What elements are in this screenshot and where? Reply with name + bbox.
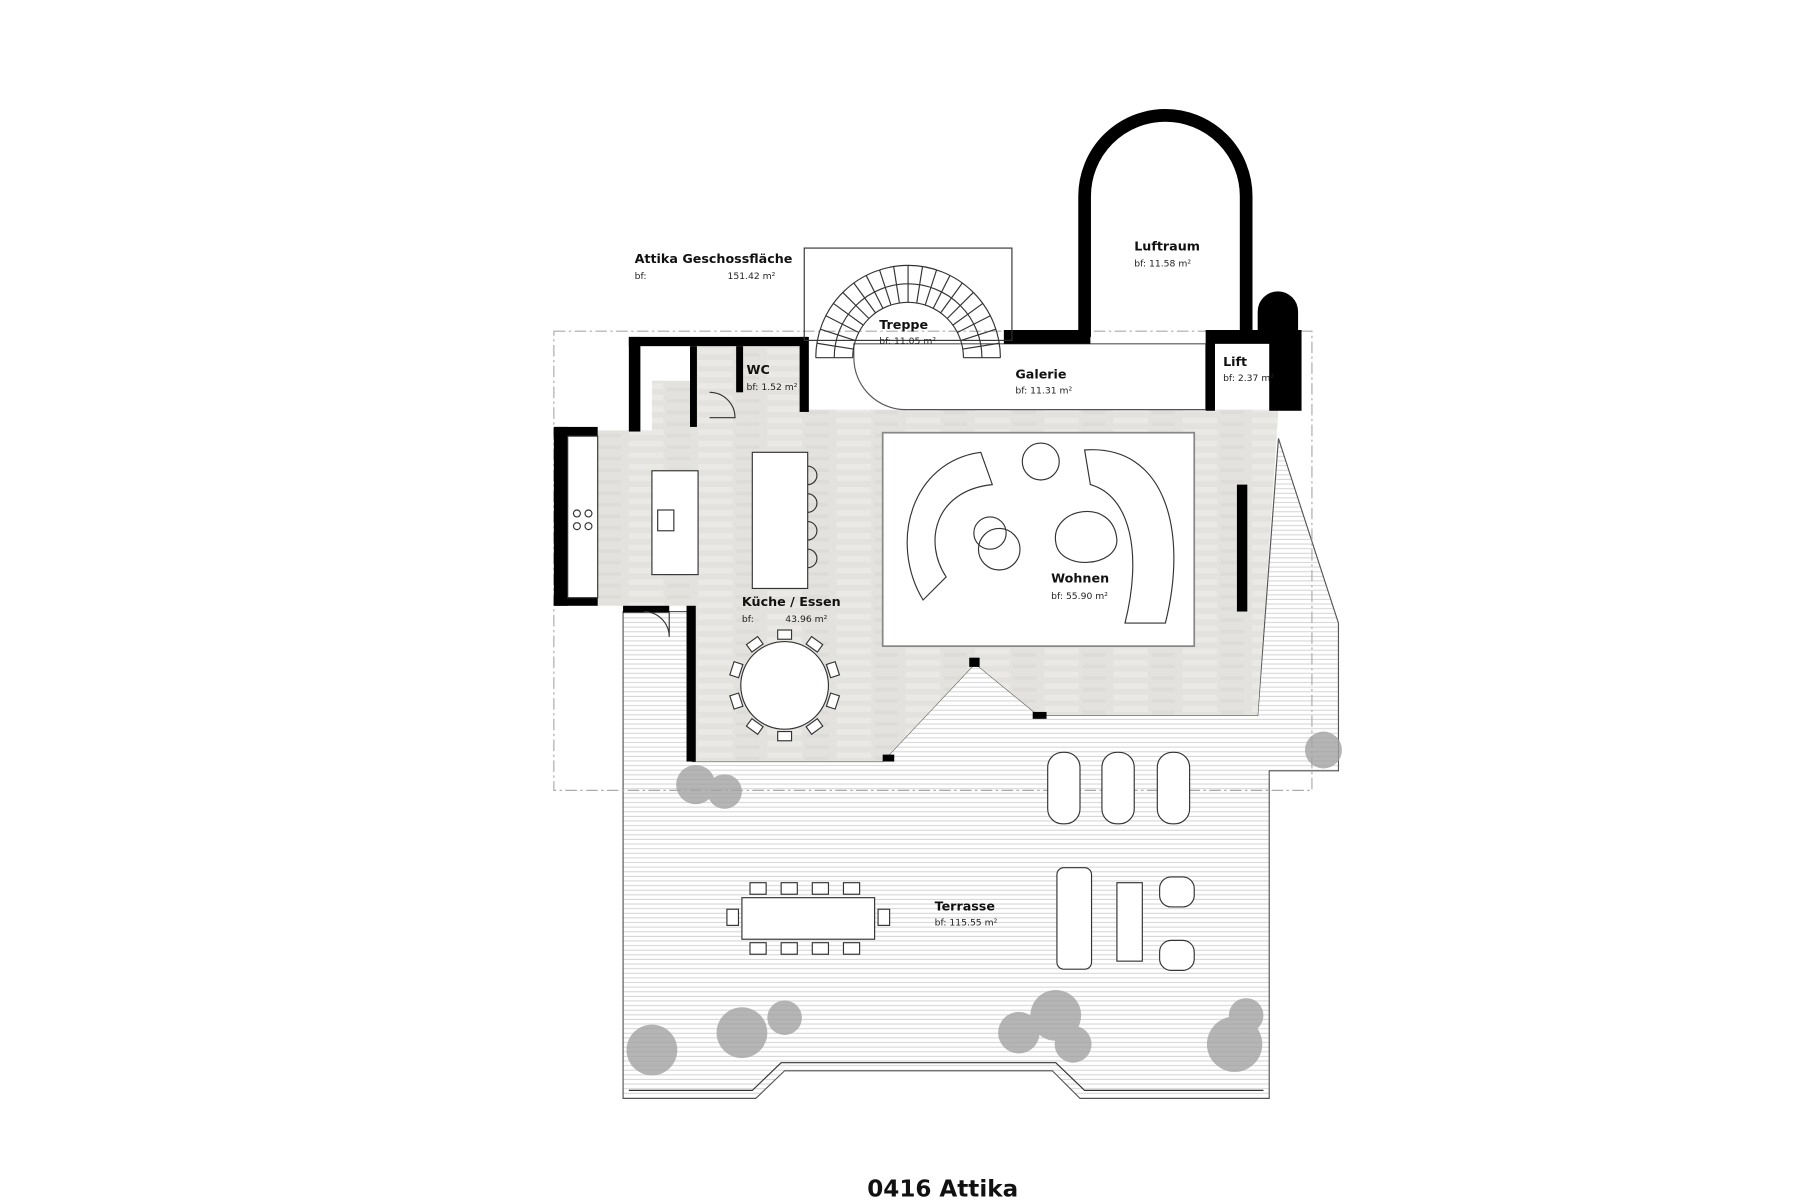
stair-arc [852, 301, 965, 358]
bar-stools [807, 465, 818, 569]
room-area-kueche: 43.96 m² [785, 614, 827, 625]
outdoor-dining-table [741, 897, 876, 940]
dining-chair [777, 730, 793, 742]
room-name-wohnen: Wohnen [1051, 571, 1109, 586]
dining-chair [745, 717, 764, 736]
stair-tread [816, 342, 854, 350]
dining-chair [745, 635, 764, 653]
luftraum-arch-wall [1078, 109, 1253, 337]
room-name-terrasse: Terrasse [935, 898, 995, 913]
stair-tread [960, 328, 997, 342]
dining-chairs [729, 629, 841, 742]
stair-tread [916, 266, 924, 304]
room-name-kueche: Küche / Essen [742, 594, 841, 609]
dining-chair [825, 692, 841, 710]
stair-tread [825, 315, 859, 334]
dining-chair [805, 717, 824, 736]
stair-tread [946, 292, 974, 319]
stair-tread [940, 282, 963, 314]
trees [626, 731, 1342, 1076]
summary-prefix: bf: [635, 271, 647, 282]
outdoor-armchairs [1159, 876, 1195, 971]
room-name-lift: Lift [1223, 354, 1247, 369]
room-area-wc: bf: 1.52 m² [747, 382, 798, 393]
cooktop [572, 509, 593, 531]
island-sink [657, 509, 675, 532]
dining-chair [777, 629, 793, 640]
bar-counter [751, 451, 809, 590]
dining-table-round [740, 640, 830, 730]
galerie-floor [853, 343, 1207, 411]
stair-tread [893, 266, 900, 304]
stair-tread [879, 269, 892, 306]
stair-tread [962, 342, 1000, 350]
walls [553, 291, 1302, 762]
stair-tread [932, 275, 951, 309]
outdoor-sofa [1056, 867, 1093, 970]
room-name-wc: WC [747, 362, 770, 377]
room-area-galerie: bf: 11.31 m² [1015, 385, 1072, 396]
wc-door [709, 391, 736, 419]
stair-tread [833, 302, 864, 326]
side-table [1021, 442, 1060, 481]
summary-label: Attika Geschossfläche [635, 251, 793, 266]
outdoor-chairs [726, 882, 891, 955]
room-area-treppe: bf: 11.05 m² [879, 336, 936, 347]
sofa-left [906, 451, 994, 601]
sofa-right [1083, 449, 1175, 624]
terrace-edge [628, 1062, 1264, 1091]
dining-chair [729, 660, 744, 679]
room-name-treppe: Treppe [879, 317, 928, 332]
room-prefix-kueche: bf: [742, 614, 754, 625]
room-area-luftraum: bf: 11.58 m² [1134, 259, 1191, 270]
plan-title: 0416 Attika [867, 1177, 1018, 1200]
room-area-lift: bf: 2.37 m² [1223, 373, 1274, 384]
terrace-door [643, 610, 670, 637]
sun-loungers [1047, 751, 1191, 825]
floor-boundary [553, 330, 1313, 791]
stair-tread [842, 292, 870, 319]
dining-chair [805, 635, 824, 653]
stair-tread [952, 302, 984, 326]
room-name-galerie: Galerie [1015, 366, 1066, 381]
stair-tread [820, 328, 856, 342]
stair-tread [853, 282, 876, 314]
dining-chair [729, 692, 744, 710]
coffee-table-2 [977, 527, 1021, 571]
kitchen-counter [567, 435, 599, 599]
outdoor-coffee-table [1116, 882, 1143, 962]
dining-chair [825, 660, 841, 679]
spiral-staircase [815, 264, 1001, 359]
stair-balcony [803, 247, 1013, 341]
coffee-table-1 [973, 516, 1007, 550]
stair-tread [924, 269, 938, 306]
room-area-wohnen: bf: 55.90 m² [1051, 591, 1108, 602]
summary-area: 151.42 m² [728, 271, 776, 282]
room-area-terrasse: bf: 115.55 m² [935, 917, 998, 928]
stair-tread [865, 275, 884, 309]
stair-tread [957, 315, 991, 334]
ottoman [1055, 511, 1118, 563]
room-name-luftraum: Luftraum [1134, 238, 1200, 253]
